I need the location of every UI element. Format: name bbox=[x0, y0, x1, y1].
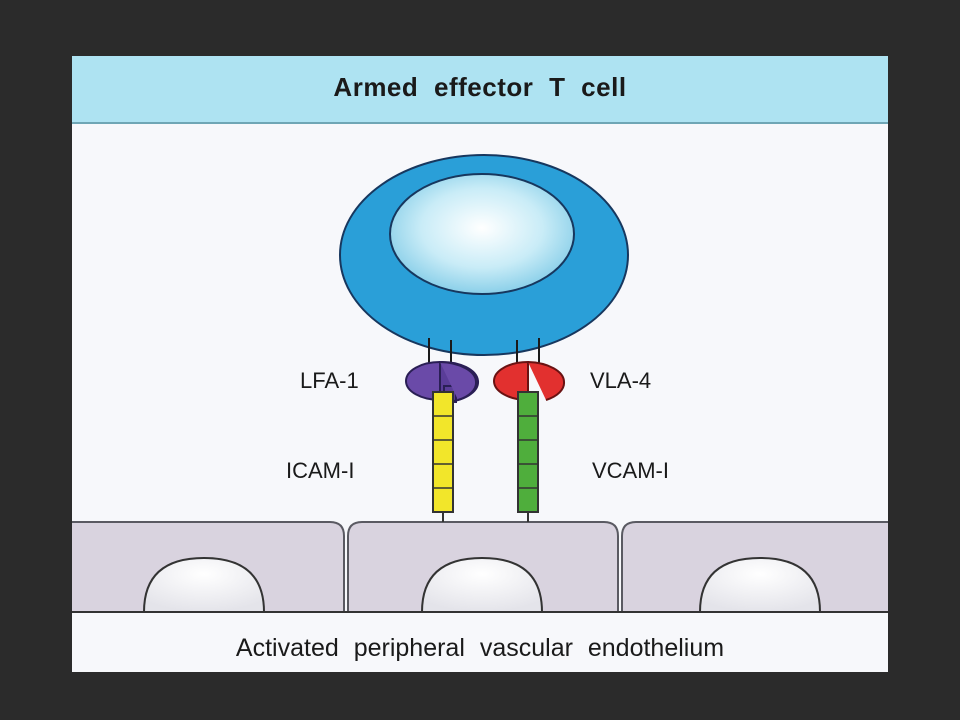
nucleus-right bbox=[698, 556, 822, 613]
t-cell-nucleus bbox=[389, 173, 575, 295]
diagram-panel: Armed effector T cell bbox=[72, 56, 888, 672]
lfa1-integrin bbox=[405, 360, 480, 404]
t-cell bbox=[339, 154, 629, 356]
nucleus-left bbox=[142, 556, 266, 613]
diagram-title: Armed effector T cell bbox=[333, 72, 627, 102]
label-lfa1: LFA-1 bbox=[300, 368, 359, 393]
label-icam1: ICAM-I bbox=[286, 458, 354, 483]
label-vla4: VLA-4 bbox=[590, 368, 651, 393]
title-bar: Armed effector T cell bbox=[72, 56, 888, 124]
icam1-molecule bbox=[432, 391, 454, 522]
endothelium bbox=[72, 521, 888, 613]
nucleus-middle bbox=[420, 556, 544, 613]
diagram-caption: Activated peripheral vascular endotheliu… bbox=[235, 634, 725, 662]
label-vcam1: VCAM-I bbox=[592, 458, 669, 483]
vcam1-molecule bbox=[517, 391, 539, 522]
cell-adhesion-diagram: LFA-1 VLA-4 ICAM-I VCAM-I bbox=[72, 154, 888, 613]
vla4-integrin bbox=[493, 360, 566, 402]
